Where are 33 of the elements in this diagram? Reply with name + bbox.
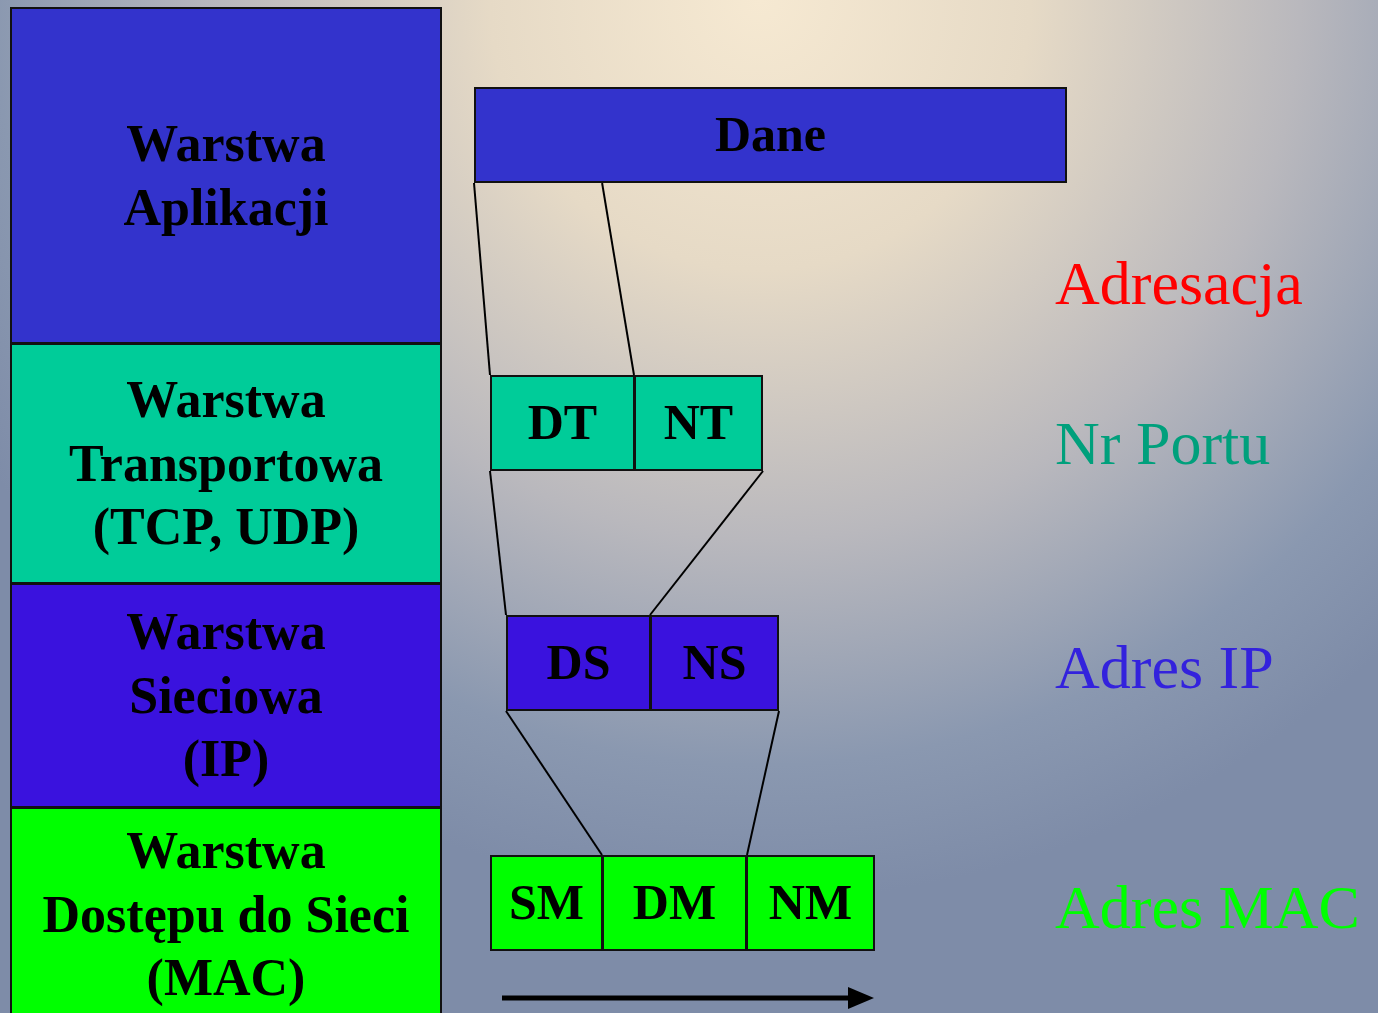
- connector-line: [649, 470, 764, 616]
- header-field-box: [602, 855, 747, 951]
- header-field-box: [506, 615, 651, 711]
- layer-box: [10, 807, 442, 1013]
- field-name: SM: [509, 873, 584, 933]
- layer-box: [10, 343, 442, 584]
- header-field-box: [490, 375, 635, 471]
- field-name: DM: [632, 873, 717, 933]
- layer-box: [10, 583, 442, 808]
- connector-line: [746, 710, 780, 856]
- field-name: DT: [527, 393, 598, 453]
- field-name: Dane: [714, 105, 827, 165]
- address-label: Adres MAC: [1055, 876, 1360, 938]
- field-name: NT: [663, 393, 734, 453]
- layer-name: Warstwa Transportowa (TCP, UDP): [68, 369, 384, 558]
- header-field-box: [634, 375, 763, 471]
- header-field-box: [650, 615, 779, 711]
- layer-name: Warstwa Dostępu do Sieci (MAC): [41, 820, 411, 1009]
- header-field-box: [490, 855, 603, 951]
- address-label: Adres IP: [1055, 636, 1274, 698]
- layer-box: [10, 7, 442, 344]
- connector-line: [505, 710, 603, 856]
- field-name: DS: [546, 633, 611, 693]
- address-label: Nr Portu: [1055, 412, 1271, 474]
- layer-name: Warstwa Sieciowa (IP): [125, 601, 327, 790]
- layer-name: Warstwa Aplikacji: [122, 113, 330, 238]
- header-field-box: [474, 87, 1067, 183]
- field-name: NM: [768, 873, 853, 933]
- connector-line: [601, 182, 635, 376]
- connector-line: [489, 470, 507, 616]
- connector-line: [473, 182, 491, 376]
- field-name: NS: [682, 633, 747, 693]
- header-field-box: [746, 855, 875, 951]
